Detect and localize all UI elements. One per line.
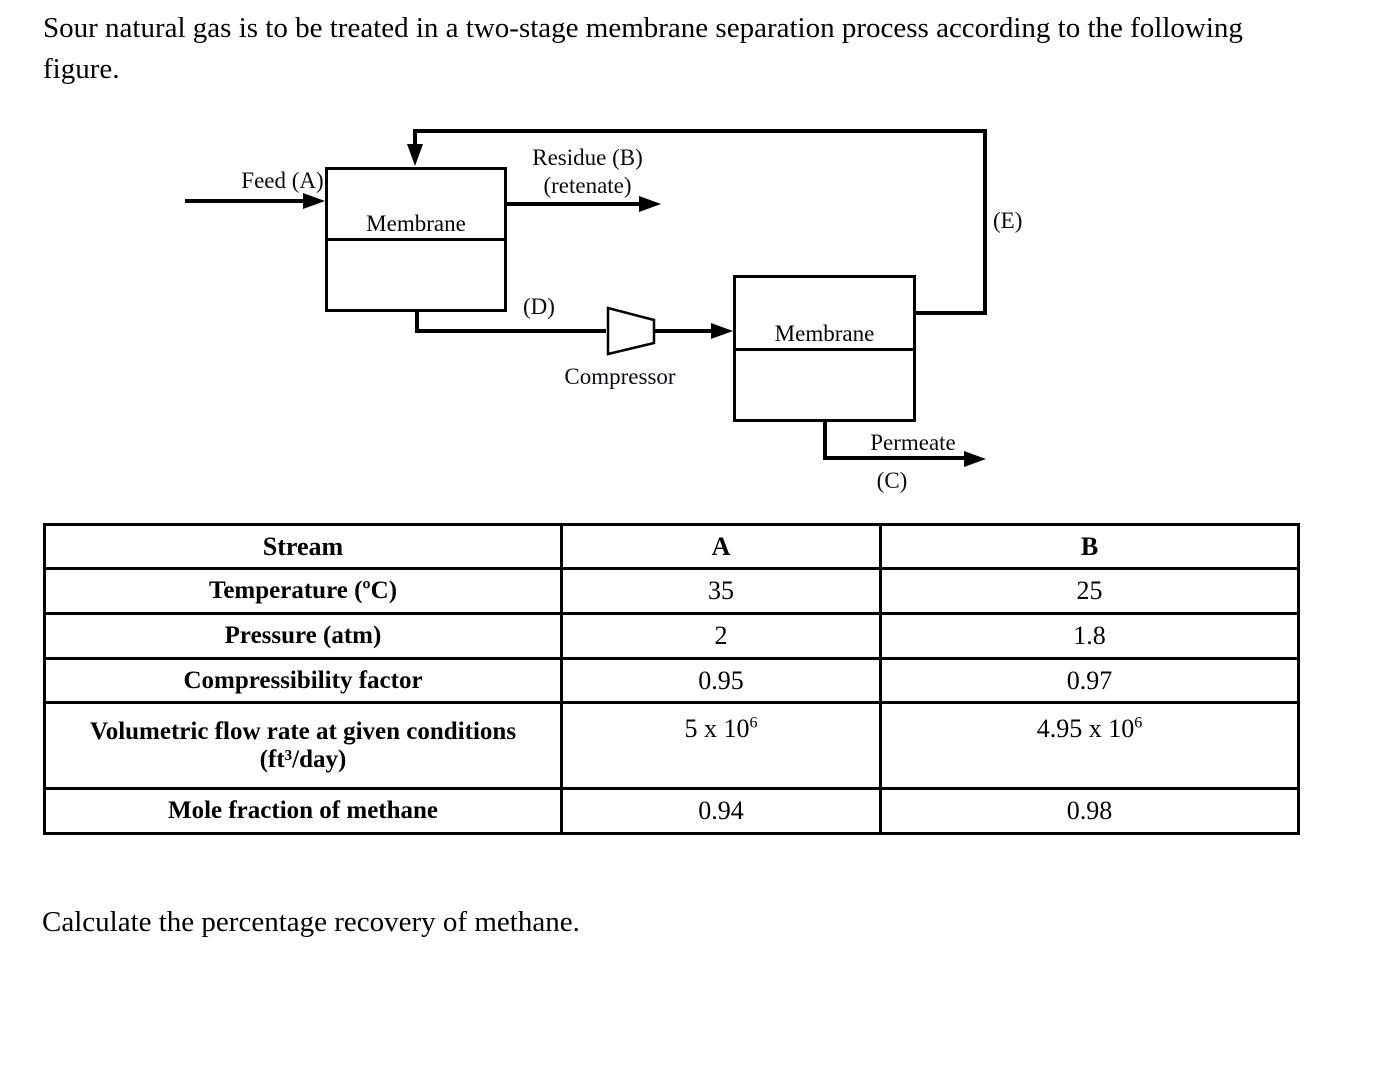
volumetric-flow-a-exponent: 6: [749, 714, 758, 732]
pressure-b: 1.8: [879, 612, 1300, 660]
mole-fraction-a: 0.94: [560, 787, 882, 835]
volumetric-flow-a-base: 5 x 10: [684, 714, 750, 743]
permeate-stream-line: [823, 419, 965, 460]
residue-stream-label: Residue (B) (retenate): [505, 144, 670, 200]
residue-label-line2: (retenate): [543, 173, 632, 198]
feed-arrowhead-icon: [303, 193, 325, 209]
header-stream-b: B: [879, 523, 1300, 570]
temperature-b: 25: [879, 567, 1300, 615]
stream-e-label: (E): [993, 208, 1023, 233]
compressibility-b: 0.97: [879, 657, 1300, 704]
volumetric-flow-b-base: 4.95 x 10: [1036, 714, 1135, 743]
table-row-compressibility: Compressibility factor 0.95 0.97: [43, 657, 1300, 704]
permeate-stream-label: Permeate: [870, 430, 956, 455]
compressibility-a: 0.95: [560, 657, 882, 704]
compressor-icon: [606, 306, 656, 356]
membrane-unit-2: Membrane: [733, 275, 916, 422]
temperature-a: 35: [560, 567, 882, 615]
table-row-pressure: Pressure (atm) 2 1.8: [43, 612, 1300, 660]
problem-statement: Sour natural gas is to be treated in a t…: [43, 12, 1243, 85]
volumetric-flow-b: 4.95 x 106: [879, 701, 1300, 790]
problem-question: Calculate the percentage recovery of met…: [42, 906, 580, 938]
pressure-label: Pressure (atm): [43, 612, 563, 660]
compressor-label: Compressor: [564, 364, 676, 389]
permeate-arrowhead-icon: [964, 451, 986, 467]
stream-c-label: (C): [876, 468, 908, 493]
residue-arrowhead-icon: [639, 196, 661, 212]
compressibility-label: Compressibility factor: [43, 657, 563, 704]
process-flow-diagram: Membrane Membrane Feed (A) Residue (B) (…: [0, 100, 1386, 520]
mole-fraction-label: Mole fraction of methane: [43, 787, 563, 835]
membrane-unit-1: Membrane: [325, 167, 507, 312]
table-row-temperature: Temperature (ºC) 35 25: [43, 567, 1300, 615]
compressor-outlet-arrowhead-icon: [711, 323, 733, 339]
membrane-2-label: Membrane: [774, 321, 875, 346]
header-stream-a: A: [560, 523, 882, 570]
pressure-a: 2: [560, 612, 882, 660]
volumetric-flow-a: 5 x 106: [560, 701, 882, 790]
stream-d-line: [415, 309, 606, 333]
table-header-row: Stream A B: [43, 523, 1300, 570]
recycle-arrowhead-icon: [407, 144, 423, 166]
membrane-2-upper-chamber: Membrane: [736, 278, 913, 351]
volumetric-flow-b-exponent: 6: [1134, 714, 1143, 732]
residue-label-line1: Residue (B): [532, 145, 643, 170]
table-row-volumetric-flow: Volumetric flow rate at given conditions…: [43, 701, 1300, 790]
membrane-1-upper-chamber: Membrane: [328, 170, 504, 241]
stream-d-label: (D): [523, 294, 555, 319]
table-row-mole-fraction: Mole fraction of methane 0.94 0.98: [43, 787, 1300, 835]
stream-data-table: Stream A B Temperature (ºC) 35 25 Pressu…: [43, 523, 1300, 835]
flow-lines: [185, 129, 987, 467]
mole-fraction-b: 0.98: [879, 787, 1300, 835]
header-stream: Stream: [43, 523, 563, 570]
recycle-stream-line: [413, 129, 987, 315]
volumetric-flow-label: Volumetric flow rate at given conditions…: [43, 701, 563, 790]
feed-stream-label: Feed (A): [241, 168, 324, 193]
membrane-1-label: Membrane: [366, 211, 466, 236]
temperature-label: Temperature (ºC): [43, 567, 563, 615]
